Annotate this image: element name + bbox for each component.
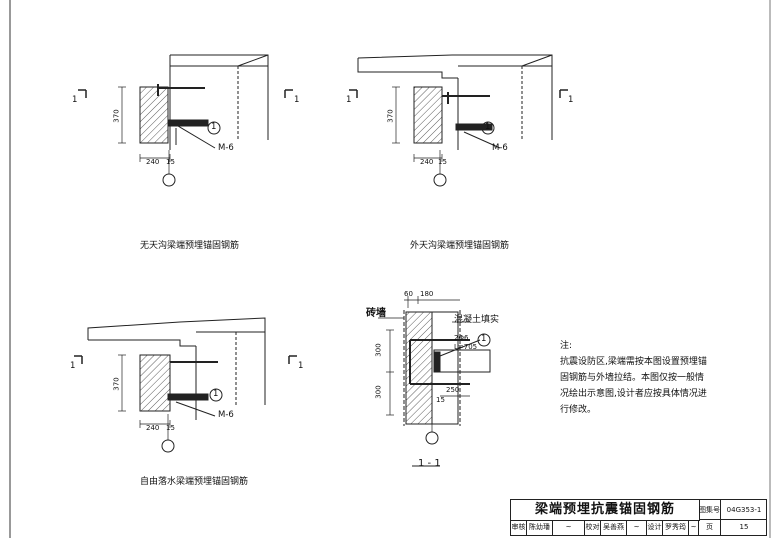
review-name: 陈幼璠: [527, 520, 553, 535]
s11-dim-left-a: 300: [374, 343, 383, 357]
d2-dim-offset: 15: [438, 158, 447, 166]
page-label: 页: [699, 520, 721, 535]
check-name: 吴善燕: [601, 520, 627, 535]
caption-outer-gutter: 外天沟梁端预埋锚固钢筋: [410, 241, 510, 251]
d2-section-left: 1: [346, 95, 352, 105]
caption-no-gutter: 无天沟梁端预埋锚固钢筋: [140, 241, 240, 251]
design-label: 设计: [647, 520, 663, 535]
review-label: 审核: [511, 520, 527, 535]
detail-section-1-1: [378, 296, 491, 467]
d3-dim-offset: 15: [166, 424, 175, 432]
d2-marker: 1: [485, 122, 491, 132]
s11-dim-bottom: 250: [446, 386, 460, 394]
atlas-label: 图集号: [699, 500, 721, 520]
page-no: 15: [739, 523, 749, 531]
d3-marker: 1: [213, 389, 219, 399]
d2-plate: M-6: [492, 143, 508, 153]
s11-wall-label: 砖墙: [366, 308, 386, 319]
d3-dim-height: 370: [112, 377, 121, 391]
review-signature: ~: [553, 520, 585, 535]
note-heading: 注:: [560, 341, 573, 351]
d1-dim-width: 240: [146, 158, 160, 166]
s11-rebar-spec: 2Φ6: [454, 334, 469, 342]
drawing-title: 梁端预埋抗震锚固钢筋: [511, 500, 700, 521]
detail-free-drain: [74, 317, 297, 453]
d3-plate: M-6: [218, 410, 234, 420]
d1-dim-height: 370: [112, 109, 121, 123]
d2-section-right: 1: [568, 95, 574, 105]
s11-dim-top-b: 180: [420, 290, 434, 298]
signature-row: 审核 陈幼璠 ~ 校对 吴善燕 ~ 设计 罗秀筠 ~ 页 15: [511, 520, 766, 536]
check-label: 校对: [585, 520, 601, 535]
title-block: 梁端预埋抗震锚固钢筋 图集号 04G353-1 审核 陈幼璠 ~ 校对 吴善燕 …: [510, 499, 767, 536]
d1-marker: 1: [211, 122, 217, 132]
check-signature: ~: [627, 520, 647, 535]
d3-section-right: 1: [298, 361, 304, 371]
d2-dim-width: 240: [420, 158, 434, 166]
d3-dim-width: 240: [146, 424, 160, 432]
d1-section-left: 1: [72, 95, 78, 105]
s11-dim-left-b: 300: [374, 385, 383, 399]
s11-concrete-label: 混凝土填实: [454, 315, 500, 325]
design-name: 罗秀筠: [663, 520, 689, 535]
s11-rebar-length: L=705: [454, 343, 478, 351]
s11-dim-offset: 15: [436, 396, 445, 404]
d1-plate: M-6: [218, 143, 234, 153]
detail-outer-gutter: [349, 54, 568, 187]
note-body: 抗震设防区,梁端需按本图设置预埋锚固钢筋与外墙拉结。本图仅按一般情况绘出示意图,…: [560, 357, 707, 415]
design-signature: ~: [689, 520, 699, 535]
d1-dim-offset: 15: [166, 158, 175, 166]
caption-section-1-1: 1 - 1: [418, 458, 441, 469]
d3-section-left: 1: [70, 361, 76, 371]
d2-dim-height: 370: [386, 109, 395, 123]
design-note: 注: 抗震设防区,梁端需按本图设置预埋锚固钢筋与外墙拉结。本图仅按一般情况绘出示…: [560, 338, 710, 418]
atlas-no: 04G353-1: [721, 500, 767, 520]
s11-marker: 1: [481, 334, 487, 344]
detail-no-gutter: [78, 54, 293, 187]
caption-free-drain: 自由落水梁端预埋锚固钢筋: [140, 477, 249, 487]
d1-section-right: 1: [294, 95, 300, 105]
s11-dim-top-a: 60: [404, 290, 413, 298]
